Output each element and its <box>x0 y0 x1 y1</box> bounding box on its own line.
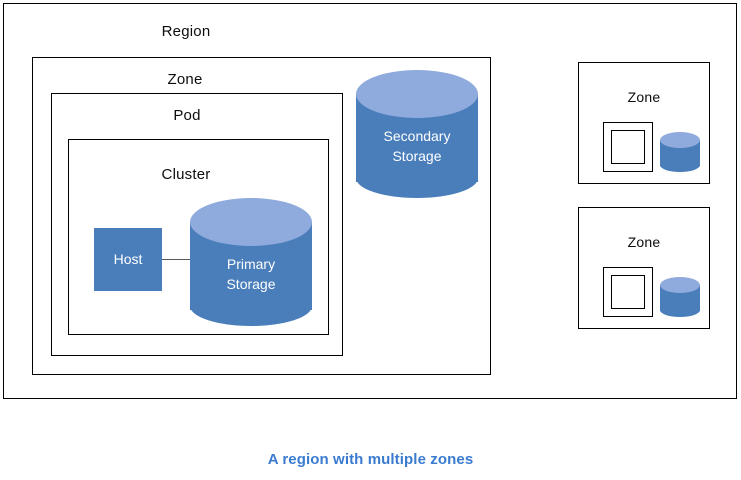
cylinder-top-ellipse <box>660 132 700 148</box>
cylinder-top-ellipse <box>190 198 312 246</box>
zone-small-pod-box-1 <box>603 122 653 172</box>
region-label: Region <box>161 23 211 40</box>
pod-box <box>51 93 343 356</box>
diagram-caption: A region with multiple zones <box>267 451 474 468</box>
zone-main-box <box>32 57 491 375</box>
zone-small-box-1 <box>578 62 710 184</box>
zone-small-cluster-box-1 <box>611 130 645 164</box>
secondary-storage-label: Secondary Storage <box>383 128 451 164</box>
zone-main-label: Zone <box>167 71 203 88</box>
host-node: Host <box>94 228 162 291</box>
zone-small-box-2 <box>578 207 710 329</box>
zone-small-storage-cylinder-1 <box>660 132 700 172</box>
zone-small-cluster-box-2 <box>611 275 645 309</box>
secondary-storage-cylinder: Secondary Storage <box>356 70 478 198</box>
pod-label: Pod <box>173 107 201 124</box>
host-storage-connector-line <box>162 259 191 260</box>
zone-small-pod-box-2 <box>603 267 653 317</box>
host-label: Host <box>113 251 143 267</box>
region-outer-frame <box>3 3 737 399</box>
primary-storage-label: Primary Storage <box>226 256 276 292</box>
cylinder-top-ellipse <box>356 70 478 118</box>
zone-small-storage-cylinder-2 <box>660 277 700 317</box>
cluster-box <box>68 139 329 335</box>
primary-storage-cylinder: Primary Storage <box>190 198 312 326</box>
zone-small-label-1: Zone <box>627 89 661 105</box>
cylinder-top-ellipse <box>660 277 700 293</box>
zone-small-label-2: Zone <box>627 234 661 250</box>
cluster-label: Cluster <box>161 166 211 183</box>
